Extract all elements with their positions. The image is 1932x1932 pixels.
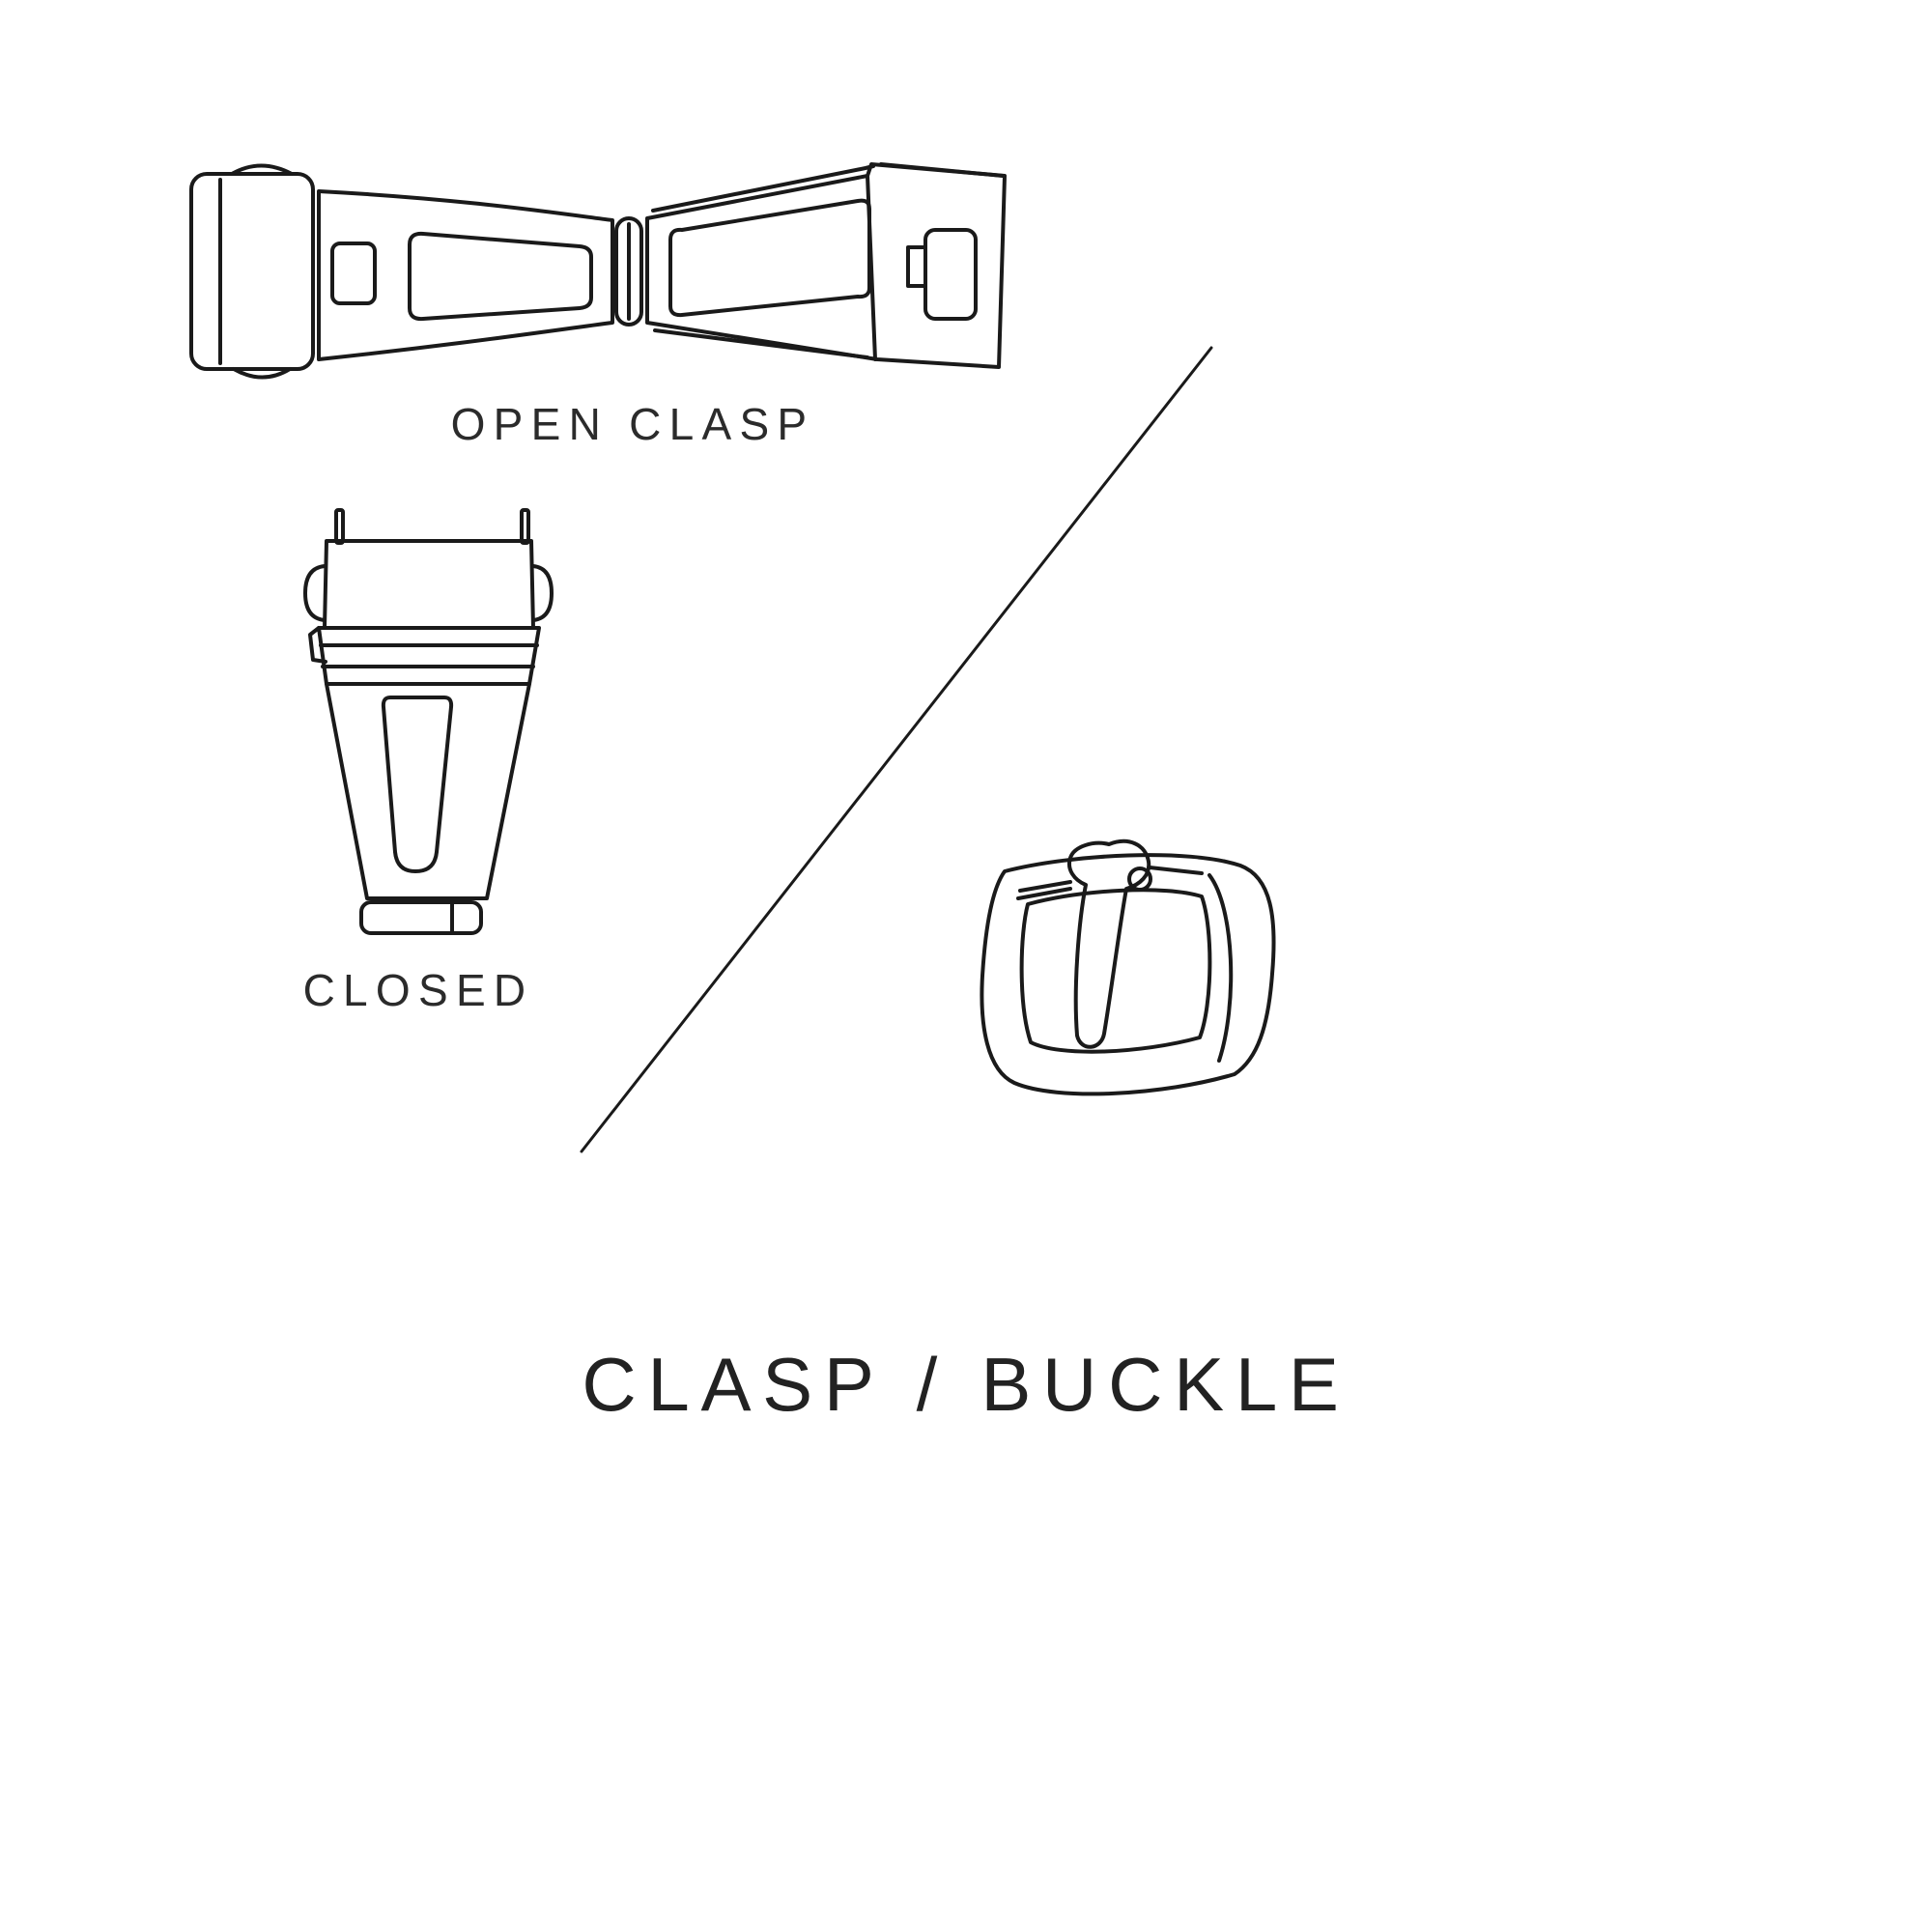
open-clasp-label: OPEN CLASP (450, 399, 815, 449)
closed-clasp-cover (323, 539, 535, 630)
open-clasp-left-arm (317, 189, 614, 361)
buckle-illustration (980, 838, 1276, 1096)
open-clasp-left-link (189, 172, 315, 371)
open-clasp-hinge (614, 216, 643, 327)
open-clasp-illustration (189, 162, 1007, 380)
page-title: CLASP / BUCKLE (582, 1342, 1350, 1427)
closed-clasp-illustration (303, 508, 554, 935)
closed-clasp-body (325, 682, 531, 900)
divider-line (580, 346, 1213, 1153)
closed-clasp-label: CLOSED (302, 965, 534, 1015)
buckle-frame (980, 853, 1276, 1096)
open-clasp-right-arm (645, 162, 1007, 369)
buckle-tongue (1067, 838, 1151, 1049)
